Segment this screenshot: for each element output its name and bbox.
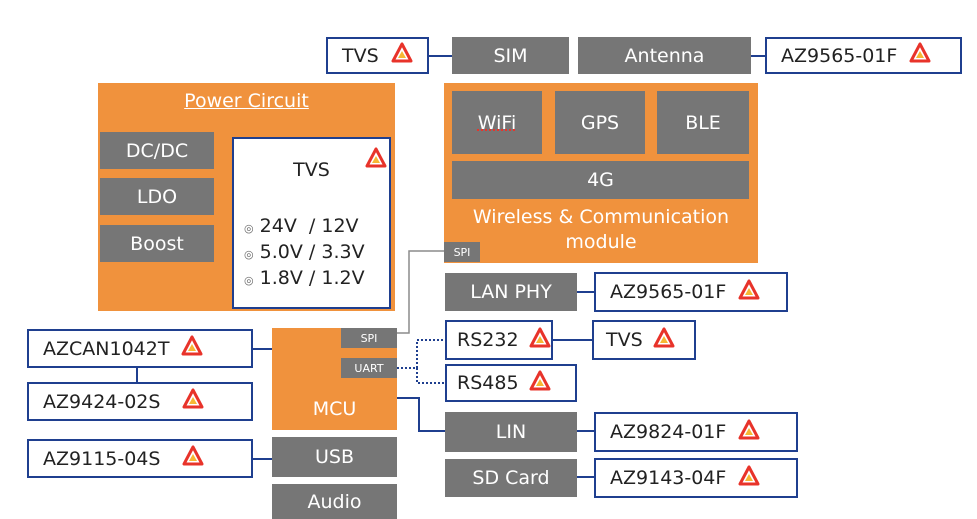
amazing-ic-logo-icon [182,445,204,472]
azcan1042t-box: AZCAN1042T [27,329,253,368]
amazing-ic-logo-icon [738,279,760,306]
ldo-block: LDO [100,178,214,215]
amazing-ic-logo-icon [365,147,387,173]
rs485-box: RS485 [445,364,577,402]
lin-block: LIN [445,412,577,452]
line-uart-rs485 [397,367,445,384]
wireless-spi-tag: SPI [444,242,480,262]
voltage-item: ◎ 24V / 12V [244,215,359,237]
boost-block: Boost [100,225,214,262]
amazing-ic-logo-icon [181,335,203,362]
az9143-box: AZ9143-04F [594,458,798,498]
sd-card-block: SD Card [445,459,577,497]
amazing-ic-logo-icon [738,419,760,446]
bullet-icon: ◎ [244,222,254,235]
tvs-rs232-box: TVS [592,320,696,360]
4g-block: 4G [452,161,749,199]
amazing-ic-logo-icon [529,327,551,354]
line-mcu-lin [397,397,445,432]
mcu-label: MCU [312,398,357,420]
amazing-ic-logo-icon [909,42,931,69]
az9565-lan-box: AZ9565-01F [594,272,788,312]
az9115-box: AZ9115-04S [27,439,253,478]
az9424-box: AZ9424-02S [27,382,253,421]
line-uart-rs232 [397,339,445,369]
lan-phy-block: LAN PHY [445,273,577,311]
wifi-block: WiFi [452,91,542,154]
tvs-voltage-box: TVS ◎ 24V / 12V ◎ 5.0V / 3.3V ◎ 1.8V / 1… [232,137,391,309]
mcu-uart-tag: UART [341,358,397,378]
wireless-title-line1: Wireless & Communication [472,206,730,228]
antenna-block: Antenna [578,37,751,74]
amazing-ic-logo-icon [529,370,551,397]
ble-block: BLE [657,91,749,154]
tvs-title: TVS [293,159,330,181]
dcdc-block: DC/DC [100,132,214,169]
mcu-panel: SPI UART MCU [272,328,397,430]
amazing-ic-logo-icon [182,388,204,415]
amazing-ic-logo-icon [738,465,760,492]
power-circuit-panel: Power Circuit DC/DC LDO Boost TVS ◎ 24V … [98,83,395,311]
bullet-icon: ◎ [244,274,254,287]
rs232-box: RS232 [445,320,553,360]
az9565-antenna-box: AZ9565-01F [765,37,962,74]
az9824-box: AZ9824-01F [594,412,798,452]
wireless-module-panel: WiFi GPS BLE 4G Wireless & Communication… [444,83,758,263]
bullet-icon: ◎ [244,248,254,261]
voltage-item: ◎ 1.8V / 1.2V [244,267,365,289]
amazing-ic-logo-icon [391,42,413,69]
amazing-ic-logo-icon [653,327,675,354]
voltage-item: ◎ 5.0V / 3.3V [244,241,365,263]
tvs-box-top: TVS [326,37,429,74]
power-circuit-title: Power Circuit [184,90,309,112]
mcu-spi-tag: SPI [341,328,397,348]
wireless-title-line2: module [565,231,637,253]
gps-block: GPS [555,91,645,154]
usb-block: USB [272,437,397,477]
audio-block: Audio [272,484,397,519]
sim-block: SIM [452,37,569,74]
